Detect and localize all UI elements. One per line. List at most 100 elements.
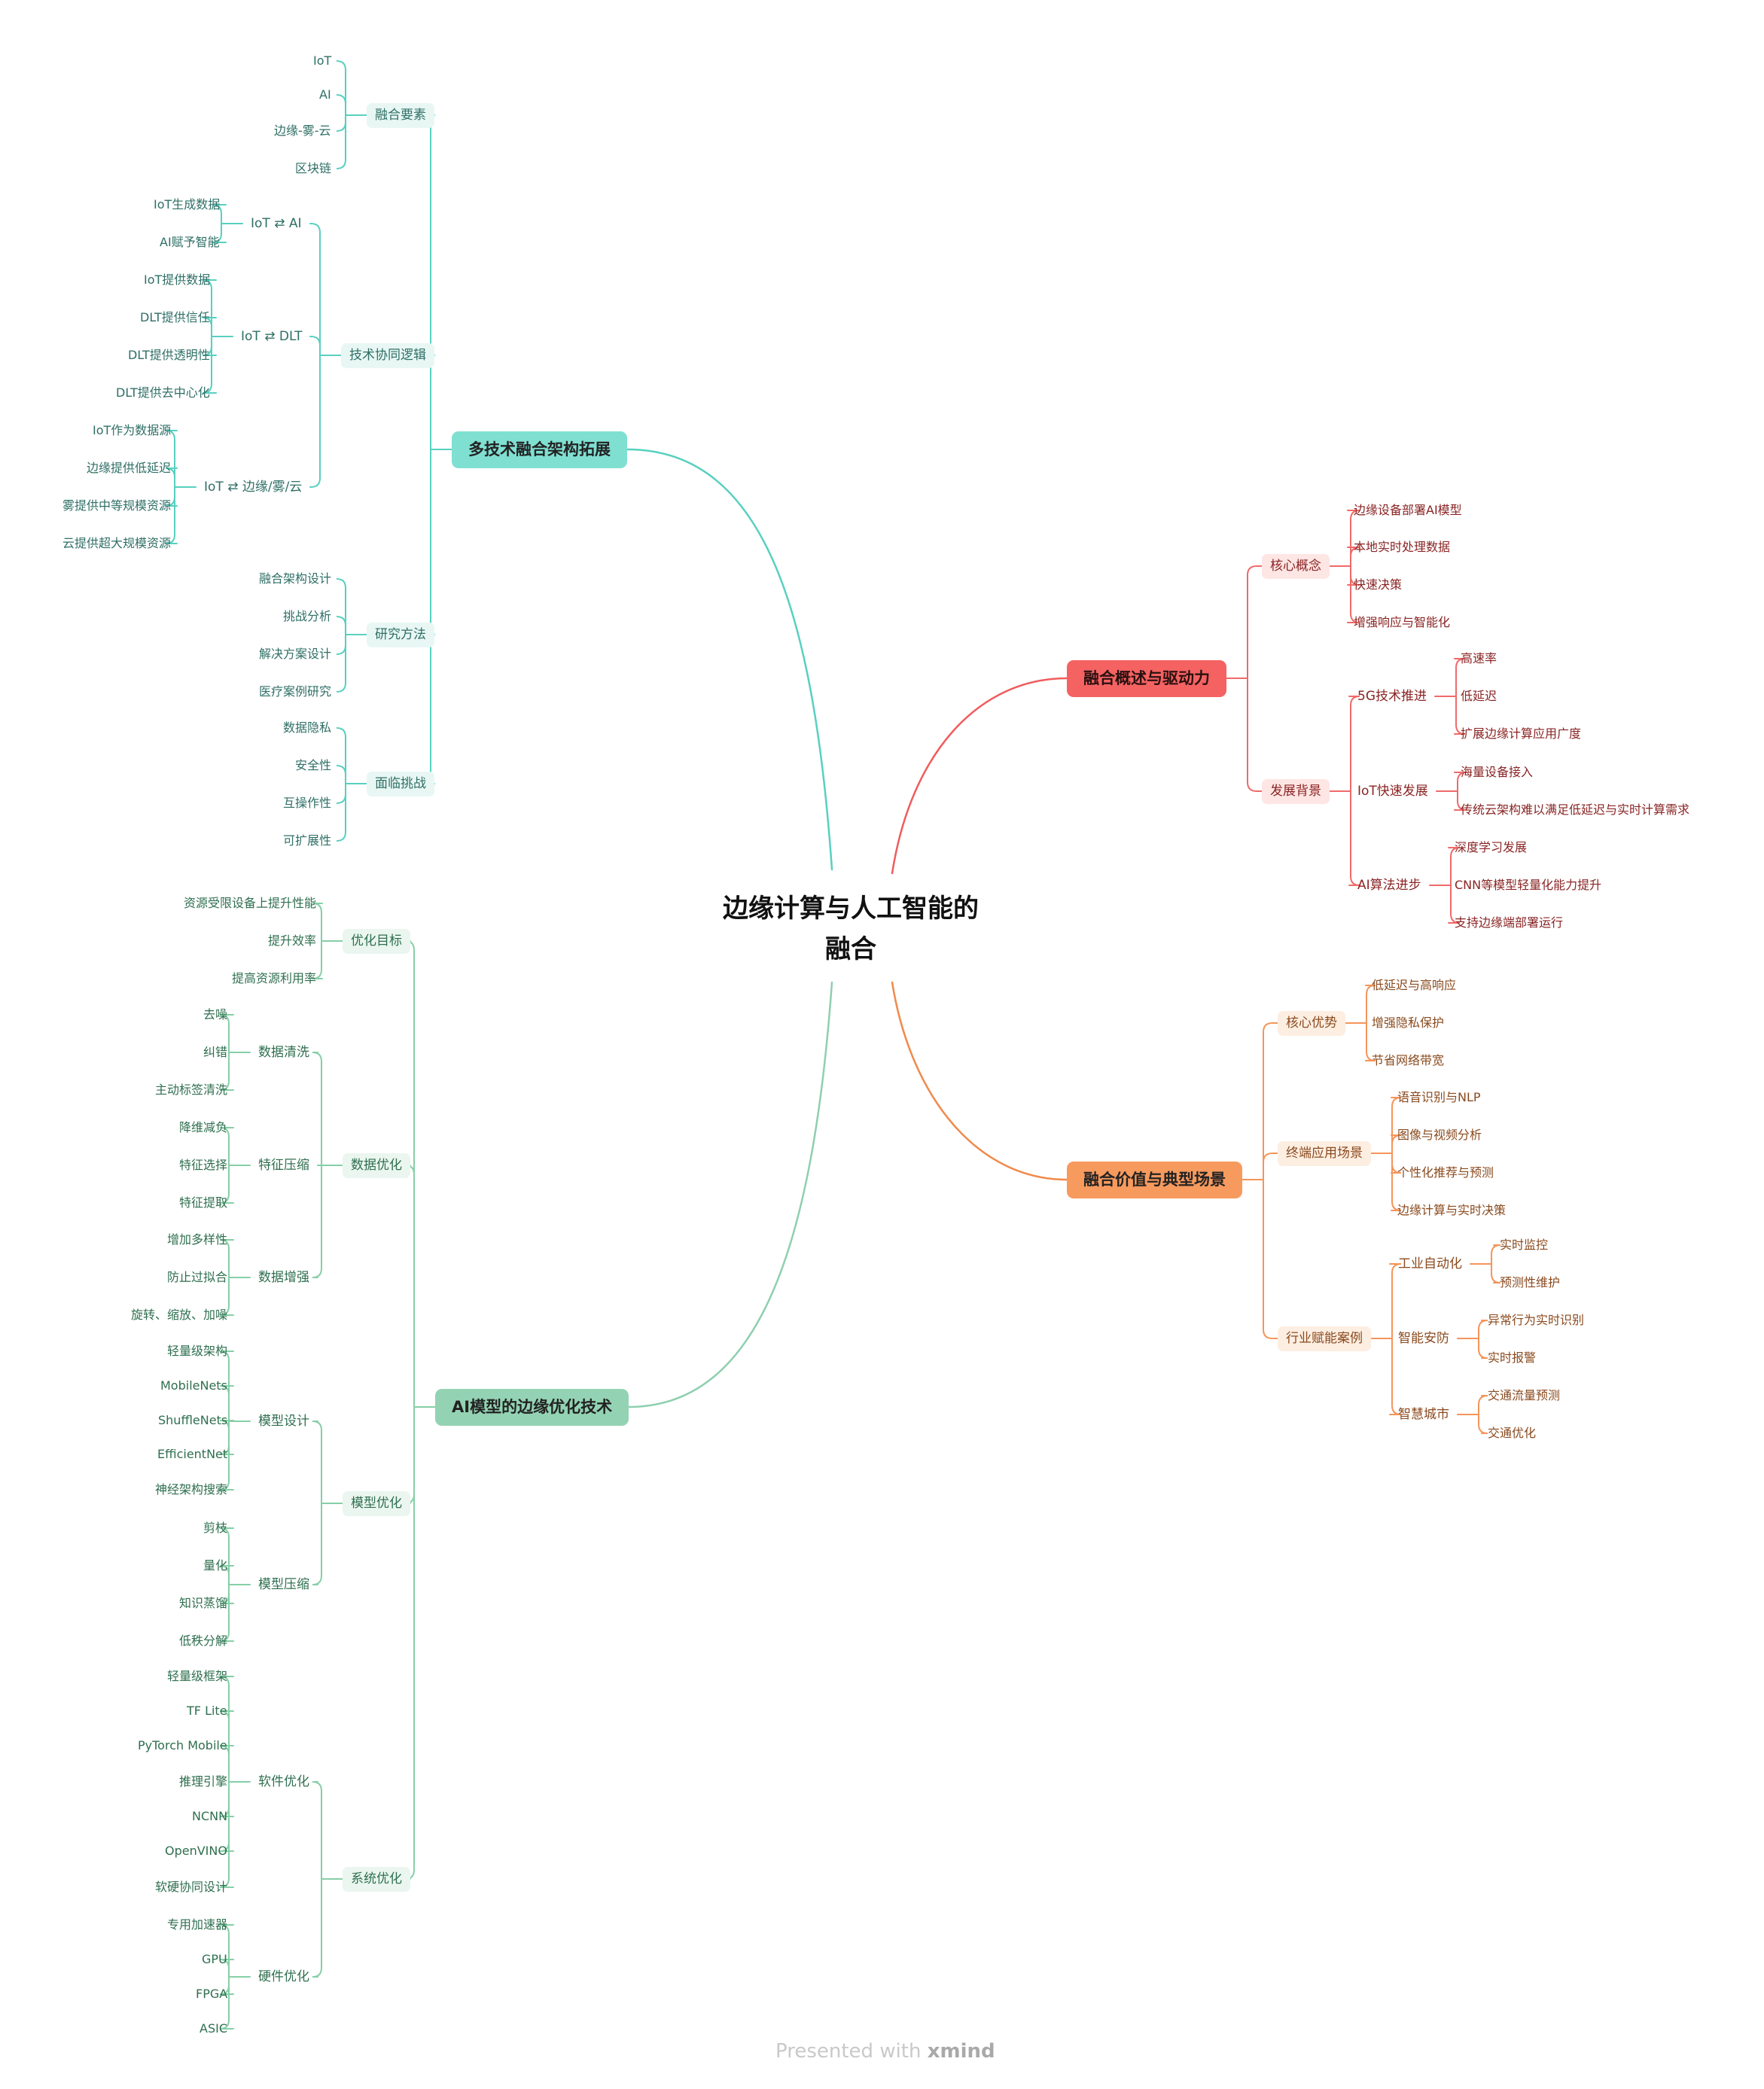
b2-augment-item-1[interactable]: 防止过拟合 [167, 1270, 228, 1284]
b3-ai-item-2[interactable]: 支持边缘端部署运行 [1455, 915, 1564, 930]
b2-software-item-4[interactable]: NCNN [192, 1809, 228, 1823]
b1-iot-edge-item-1[interactable]: 边缘提供低延迟 [87, 461, 172, 475]
b2-compress-item-0[interactable]: 剪枝 [203, 1521, 228, 1535]
b1-research-item-1[interactable]: 挑战分析 [283, 609, 332, 623]
b1-iot-dlt-item-1[interactable]: DLT提供信任 [140, 310, 210, 324]
b2-data-cleaning[interactable]: 数据清洗 [258, 1044, 309, 1060]
b3-ai-item-0[interactable]: 深度学习发展 [1455, 840, 1528, 854]
b4-industrial-item-0[interactable]: 实时监控 [1500, 1238, 1549, 1252]
b2-hardware-optimization[interactable]: 硬件优化 [258, 1969, 309, 1984]
b2-hardware-item-0[interactable]: 专用加速器 [167, 1917, 228, 1932]
b2-goal-item-0[interactable]: 资源受限设备上提升性能 [184, 896, 317, 910]
b2-feature-item-2[interactable]: 特征提取 [179, 1195, 228, 1210]
b1-iot-edge-item-0[interactable]: IoT作为数据源 [93, 423, 172, 437]
b4-scenario-item-3[interactable]: 边缘计算与实时决策 [1397, 1203, 1507, 1217]
b4-smart-city[interactable]: 智慧城市 [1398, 1406, 1449, 1422]
b2-cleaning-item-1[interactable]: 纠错 [203, 1045, 228, 1059]
b1-research-item-3[interactable]: 医疗案例研究 [259, 684, 332, 699]
central-topic[interactable]: 边缘计算与人工智能的融合 [678, 888, 1024, 970]
b4-core-advantages[interactable]: 核心优势 [1278, 1010, 1345, 1036]
b2-hardware-item-1[interactable]: GPU [202, 1952, 227, 1966]
b1-research-item-0[interactable]: 融合架构设计 [259, 571, 332, 586]
b3-iot-growth[interactable]: IoT快速发展 [1357, 783, 1428, 799]
b1-research-methods[interactable]: 研究方法 [367, 622, 434, 647]
b2-hardware-item-3[interactable]: ASIC [200, 2021, 227, 2036]
branch-overview-drivers[interactable]: 融合概述与驱动力 [1067, 659, 1226, 697]
b1-challenge-item-3[interactable]: 可扩展性 [283, 833, 332, 848]
b4-advantage-item-1[interactable]: 增强隐私保护 [1372, 1016, 1445, 1030]
b4-advantage-item-2[interactable]: 节省网络带宽 [1372, 1053, 1445, 1067]
b4-city-item-1[interactable]: 交通优化 [1488, 1426, 1537, 1440]
b2-augment-item-0[interactable]: 增加多样性 [167, 1232, 228, 1247]
b1-fusion-item-1[interactable]: AI [319, 87, 331, 102]
b2-model-compression[interactable]: 模型压缩 [258, 1576, 309, 1592]
b3-iot-item-0[interactable]: 海量设备接入 [1461, 765, 1534, 779]
b1-challenge-item-2[interactable]: 互操作性 [283, 796, 332, 810]
b3-iot-item-1[interactable]: 传统云架构难以满足低延迟与实时计算需求 [1461, 802, 1690, 817]
b2-compress-item-1[interactable]: 量化 [203, 1558, 228, 1573]
b1-iot-dlt-item-2[interactable]: DLT提供透明性 [128, 348, 210, 362]
b2-hardware-item-2[interactable]: FPGA [196, 1987, 228, 2001]
b1-iot-ai[interactable]: IoT ⇄ AI [251, 215, 302, 231]
b1-challenges[interactable]: 面临挑战 [367, 771, 434, 796]
b1-tech-synergy-logic[interactable]: 技术协同逻辑 [341, 343, 434, 368]
b2-data-optimization[interactable]: 数据优化 [343, 1153, 410, 1178]
b2-feature-item-0[interactable]: 降维减负 [179, 1120, 228, 1134]
b2-design-item-3[interactable]: EfficientNet [157, 1447, 228, 1461]
b3-concept-item-2[interactable]: 快速决策 [1354, 577, 1403, 592]
b3-5g-advance[interactable]: 5G技术推进 [1357, 688, 1427, 704]
b4-smart-security[interactable]: 智能安防 [1398, 1330, 1449, 1346]
b4-security-item-1[interactable]: 实时报警 [1488, 1351, 1537, 1365]
b3-core-concepts[interactable]: 核心概念 [1262, 553, 1330, 579]
b1-fusion-item-2[interactable]: 边缘-雾-云 [274, 123, 331, 138]
b1-iot-edge-item-2[interactable]: 雾提供中等规模资源 [62, 498, 172, 513]
b3-concept-item-3[interactable]: 增强响应与智能化 [1354, 615, 1451, 629]
b2-optimization-goals[interactable]: 优化目标 [343, 928, 410, 954]
b3-5g-item-1[interactable]: 低延迟 [1461, 689, 1497, 703]
b2-data-augmentation[interactable]: 数据增强 [258, 1269, 309, 1285]
b1-fusion-elements[interactable]: 融合要素 [367, 102, 434, 128]
b2-software-optimization[interactable]: 软件优化 [258, 1774, 309, 1789]
b2-model-design[interactable]: 模型设计 [258, 1413, 309, 1429]
b2-feature-compression[interactable]: 特征压缩 [258, 1157, 309, 1173]
b4-city-item-0[interactable]: 交通流量预测 [1488, 1388, 1561, 1402]
b4-advantage-item-0[interactable]: 低延迟与高响应 [1372, 978, 1457, 992]
b4-scenario-item-2[interactable]: 个性化推荐与预测 [1397, 1165, 1494, 1180]
b2-software-item-1[interactable]: TF Lite [187, 1704, 227, 1718]
b2-software-item-0[interactable]: 轻量级框架 [167, 1669, 228, 1683]
b3-ai-item-1[interactable]: CNN等模型轻量化能力提升 [1455, 878, 1602, 892]
b3-5g-item-2[interactable]: 扩展边缘计算应用广度 [1461, 726, 1582, 741]
b1-iot-dlt-item-3[interactable]: DLT提供去中心化 [116, 385, 210, 400]
b2-system-optimization[interactable]: 系统优化 [343, 1866, 410, 1892]
branch-multi-tech-fusion[interactable]: 多技术融合架构拓展 [452, 431, 627, 468]
b4-security-item-0[interactable]: 异常行为实时识别 [1488, 1313, 1585, 1327]
b1-iot-edge-item-3[interactable]: 云提供超大规模资源 [62, 536, 172, 550]
b2-software-item-2[interactable]: PyTorch Mobile [138, 1738, 227, 1753]
b2-feature-item-1[interactable]: 特征选择 [179, 1158, 228, 1172]
b2-augment-item-2[interactable]: 旋转、缩放、加噪 [131, 1308, 228, 1322]
b3-ai-algorithm[interactable]: AI算法进步 [1357, 877, 1421, 893]
b4-industrial-item-1[interactable]: 预测性维护 [1500, 1275, 1561, 1290]
b3-concept-item-0[interactable]: 边缘设备部署AI模型 [1354, 503, 1462, 517]
b1-fusion-item-3[interactable]: 区块链 [295, 161, 332, 175]
b3-development-background[interactable]: 发展背景 [1262, 778, 1330, 804]
b2-cleaning-item-0[interactable]: 去噪 [203, 1007, 228, 1022]
b4-industry-cases[interactable]: 行业赋能案例 [1278, 1326, 1371, 1351]
b1-iot-dlt[interactable]: IoT ⇄ DLT [241, 328, 303, 344]
b4-scenario-item-1[interactable]: 图像与视频分析 [1397, 1128, 1482, 1142]
b1-fusion-item-0[interactable]: IoT [313, 53, 332, 68]
b1-iot-edge[interactable]: IoT ⇄ 边缘/雾/云 [204, 479, 303, 495]
b2-design-item-1[interactable]: MobileNets [160, 1378, 227, 1393]
branch-ai-edge-optimization[interactable]: AI模型的边缘优化技术 [435, 1388, 629, 1426]
b2-software-item-6[interactable]: 软硬协同设计 [155, 1880, 228, 1894]
b1-research-item-2[interactable]: 解决方案设计 [259, 647, 332, 661]
b4-terminal-scenarios[interactable]: 终端应用场景 [1278, 1140, 1371, 1166]
b1-challenge-item-1[interactable]: 安全性 [295, 758, 332, 772]
b1-challenge-item-0[interactable]: 数据隐私 [283, 720, 332, 735]
branch-value-scenarios[interactable]: 融合价值与典型场景 [1067, 1161, 1242, 1198]
b2-compress-item-2[interactable]: 知识蒸馏 [179, 1596, 228, 1610]
b2-software-item-3[interactable]: 推理引擎 [179, 1774, 228, 1789]
b1-iot-dlt-item-0[interactable]: IoT提供数据 [144, 273, 211, 287]
b2-goal-item-1[interactable]: 提升效率 [268, 933, 317, 948]
b2-design-item-2[interactable]: ShuffleNets [158, 1413, 228, 1427]
